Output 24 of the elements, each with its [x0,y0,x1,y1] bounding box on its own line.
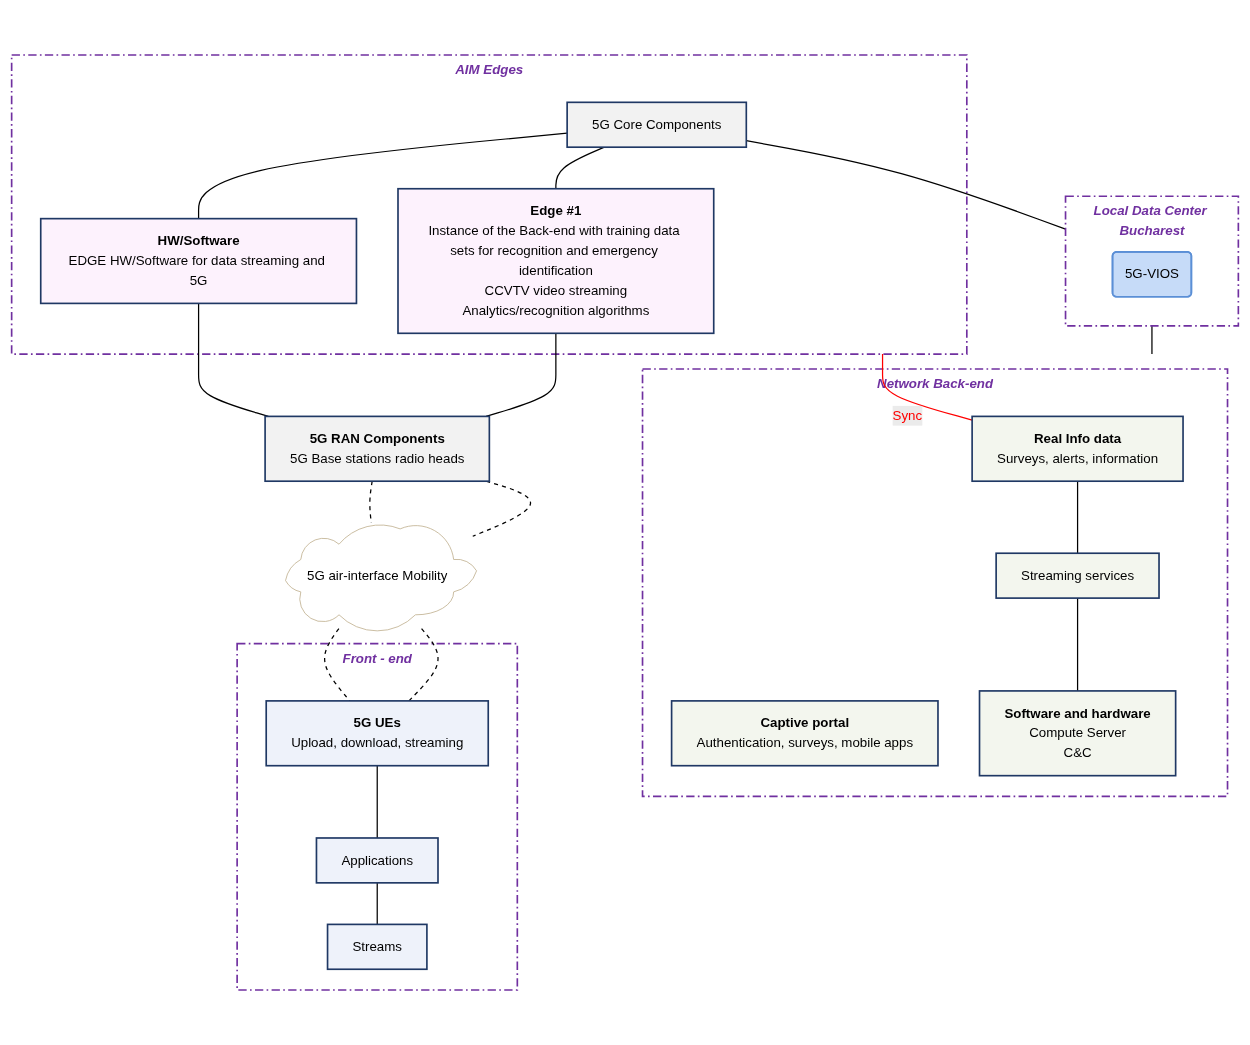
connector [197,132,568,220]
node-box: Streaming services [995,552,1160,599]
node-box: 5G UEs Upload, download, streaming [265,700,490,767]
node-box: Edge #1 Instance of the Back-end with training data sets for recognition and emergency identification CCVTV video streaming Analytics/recognition algorithms [397,187,715,335]
node-box: Applications [315,837,439,884]
connector [485,332,557,417]
connector [1076,480,1079,554]
node-box: Captive portal Authentication, surveys, mobile apps [670,700,939,767]
connector [881,353,973,421]
connector [555,146,605,190]
connector [197,302,269,417]
node-box: Software and hardware Compute Server C&C [978,690,1177,777]
connector [1076,597,1079,692]
node-box: 5G Core Components [566,101,748,148]
edge-label: Sync [892,408,923,423]
connector [376,882,378,926]
node-box: 5G RAN Components 5G Base stations radio heads [264,415,491,483]
connector [369,480,373,524]
connector [1151,325,1153,355]
node-box: Streams [326,923,428,971]
node-box: Real Info data Surveys, alerts, information [971,415,1184,483]
connector [376,765,378,839]
connector [408,628,439,702]
node-box: HW/Software EDGE HW/Software for data streaming and 5G [39,217,358,305]
